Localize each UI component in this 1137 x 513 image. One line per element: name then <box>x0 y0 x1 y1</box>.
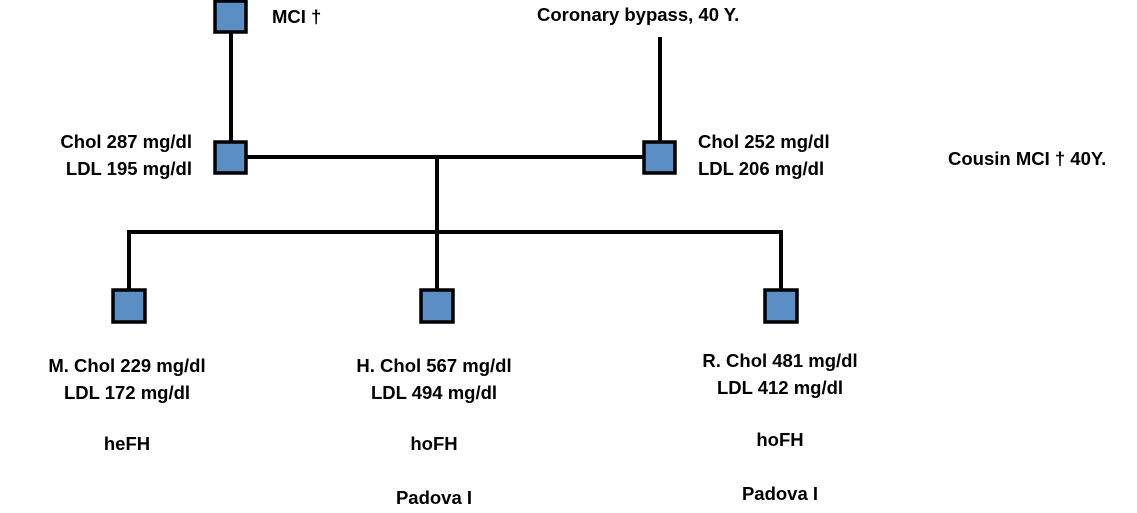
child-mutation: Padova I <box>741 483 819 504</box>
child-square-m <box>111 288 147 324</box>
cousin-label-text: Cousin MCI † 40Y. <box>948 148 1107 169</box>
child-chol: R. Chol 481 mg/dl <box>702 350 858 371</box>
mother-ldl: LDL 206 mg/dl <box>698 158 825 179</box>
child-diagnosis-m: heFH <box>104 430 150 457</box>
child-chol: M. Chol 229 mg/dl <box>48 355 206 376</box>
child-ldl: LDL 172 mg/dl <box>63 382 191 403</box>
grandfather-label: MCI † <box>272 3 321 30</box>
child-diagnosis: hoFH <box>410 433 458 454</box>
child-mutation: Padova I <box>395 487 473 508</box>
father-label: Chol 287 mg/dl LDL 195 mg/dl <box>60 128 192 182</box>
child-diagnosis: heFH <box>103 433 151 454</box>
child-diagnosis: hoFH <box>756 429 804 450</box>
mother-square <box>642 140 677 175</box>
child-chol: H. Chol 567 mg/dl <box>356 355 512 376</box>
child-diagnosis-h: hoFH <box>410 430 457 457</box>
child-label-r: R. Chol 481 mg/dl LDL 412 mg/dl <box>702 347 857 401</box>
child-label-m: M. Chol 229 mg/dl LDL 172 mg/dl <box>48 352 205 406</box>
grandfather-other-label: Coronary bypass, 40 Y. <box>537 1 739 28</box>
father-square <box>213 140 248 175</box>
grandfather-square <box>213 0 248 34</box>
child-ldl: LDL 494 mg/dl <box>370 382 498 403</box>
child-square-r <box>763 288 799 324</box>
father-ldl: LDL 195 mg/dl <box>65 158 192 179</box>
cousin-label: Cousin MCI † 40Y. <box>948 145 1106 172</box>
mother-chol: Chol 252 mg/dl <box>698 131 830 152</box>
child-mutation-r: Padova I <box>742 480 818 507</box>
child-ldl: LDL 412 mg/dl <box>716 377 844 398</box>
child-mutation-h: Padova I <box>396 484 472 511</box>
child-label-h: H. Chol 567 mg/dl LDL 494 mg/dl <box>356 352 511 406</box>
mother-label: Chol 252 mg/dl LDL 206 mg/dl <box>698 128 830 182</box>
child-diagnosis-r: hoFH <box>756 426 803 453</box>
father-chol: Chol 287 mg/dl <box>60 131 192 152</box>
grandfather-other-label-text: Coronary bypass, 40 Y. <box>537 4 740 25</box>
grandfather-label-text: MCI † <box>272 6 322 27</box>
child-square-h <box>419 288 455 324</box>
